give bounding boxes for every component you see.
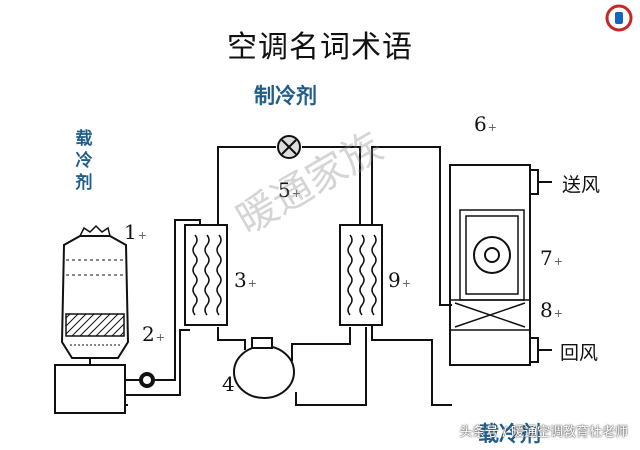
label-3: 3+ xyxy=(234,268,257,292)
label-9: 9+ xyxy=(388,268,411,292)
secondary-refrigerant-label: 载冷剂 xyxy=(75,129,93,193)
label-1: 1+ xyxy=(124,220,147,244)
return-air-label: 回风 xyxy=(560,342,599,364)
label-4: 4 xyxy=(222,372,235,396)
refrigerant-label: 制冷剂 xyxy=(254,84,317,108)
chilled-water-piping xyxy=(371,146,452,406)
air-handling-unit xyxy=(449,164,552,366)
evaporator-heat-exchanger xyxy=(339,224,383,326)
label-2: 2+ xyxy=(142,322,165,346)
compressor xyxy=(233,337,295,399)
cooling-tower xyxy=(54,224,130,414)
page-title: 空调名词术语 xyxy=(227,30,413,65)
label-8: 8+ xyxy=(540,298,563,322)
refrigerant-piping xyxy=(217,146,367,406)
supply-air-label: 送风 xyxy=(562,174,601,196)
secondary-refrigerant-bottom-label: 载冷剂 xyxy=(478,422,541,446)
condenser-heat-exchanger xyxy=(184,224,228,326)
cooling-water-pump xyxy=(139,372,155,388)
label-5: 5+ xyxy=(278,178,301,202)
footer-credit: 头条号 / 暖通空调教育杜老师 xyxy=(459,425,628,440)
brand-logo-icon xyxy=(605,4,633,32)
expansion-valve xyxy=(277,135,301,159)
label-7: 7+ xyxy=(540,246,563,270)
label-6: 6+ xyxy=(474,112,497,136)
